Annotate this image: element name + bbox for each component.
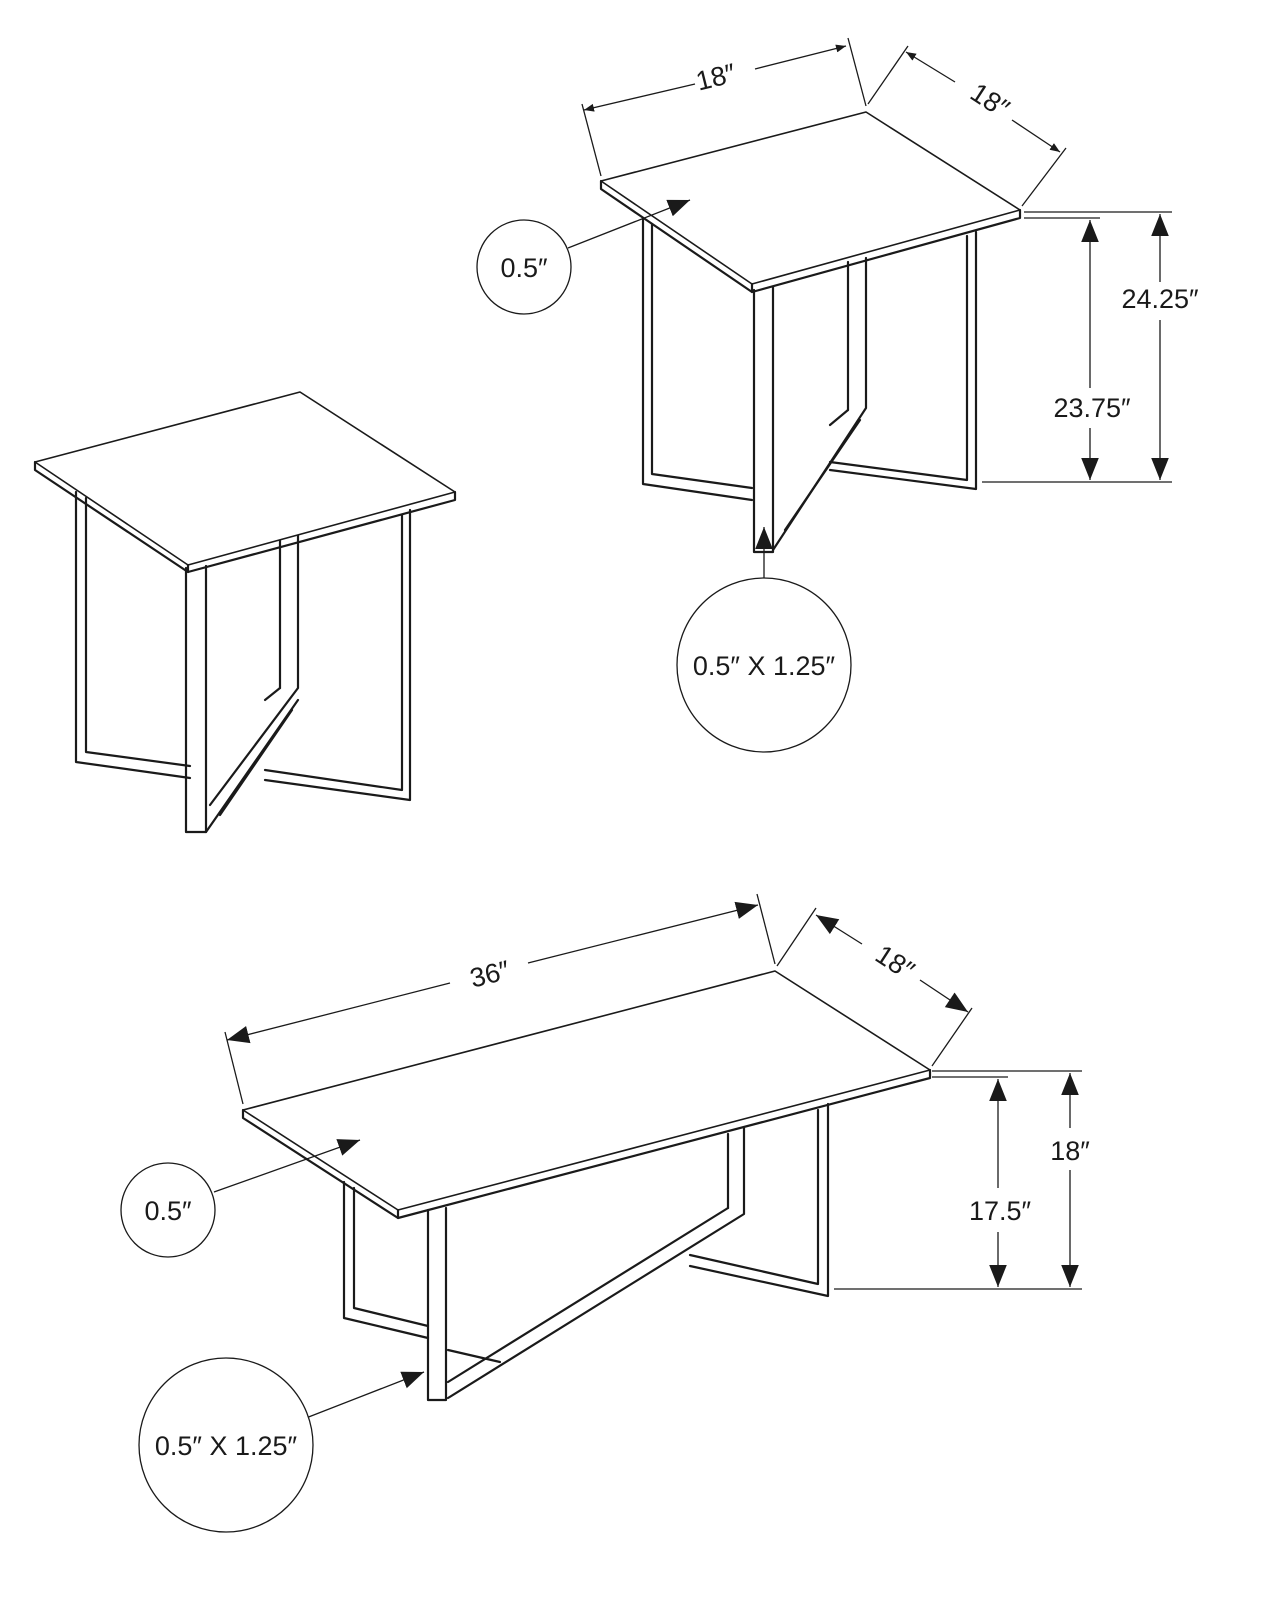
table-top <box>33 391 457 574</box>
back-leg-frame <box>342 1102 830 1400</box>
front-leg <box>426 1206 448 1402</box>
width-label: 36″ <box>467 955 513 994</box>
leg-height-label: 17.5″ <box>969 1196 1032 1226</box>
leg-profile-label: 0.5″ X 1.25″ <box>155 1431 298 1461</box>
leg-profile-callout: 0.5″ X 1.25″ <box>676 527 852 753</box>
overall-height-label: 24.25″ <box>1121 284 1199 314</box>
end-table-dimensioned: 18″ 18″ 24.25″ 23.75″ 0.5″ <box>476 37 1199 753</box>
top-thickness-callout: 0.5″ <box>120 1139 361 1258</box>
leg-profile-callout: 0.5″ X 1.25″ <box>138 1357 425 1533</box>
leg-height-label: 23.75″ <box>1053 393 1131 423</box>
leg-profile-label: 0.5″ X 1.25″ <box>693 651 836 681</box>
depth-label: 18″ <box>965 77 1015 124</box>
front-leg <box>752 285 862 554</box>
width-label: 18″ <box>693 58 739 97</box>
overall-height-label: 18″ <box>1050 1136 1090 1166</box>
top-thickness-label: 0.5″ <box>500 253 548 283</box>
height-dimensions: 18″ 17.5″ <box>834 1070 1090 1290</box>
top-thickness-label: 0.5″ <box>144 1196 192 1226</box>
table-top <box>241 970 932 1220</box>
top-thickness-callout: 0.5″ <box>476 199 691 315</box>
back-leg-frame <box>74 490 412 807</box>
end-table-plain <box>33 391 457 834</box>
table-top <box>599 111 1022 294</box>
coffee-table-dimensioned: 36″ 18″ 18″ 17.5″ 0.5″ <box>120 893 1090 1533</box>
depth-label: 18″ <box>870 939 920 986</box>
front-leg <box>184 564 300 834</box>
height-dimensions: 24.25″ 23.75″ <box>982 211 1199 483</box>
